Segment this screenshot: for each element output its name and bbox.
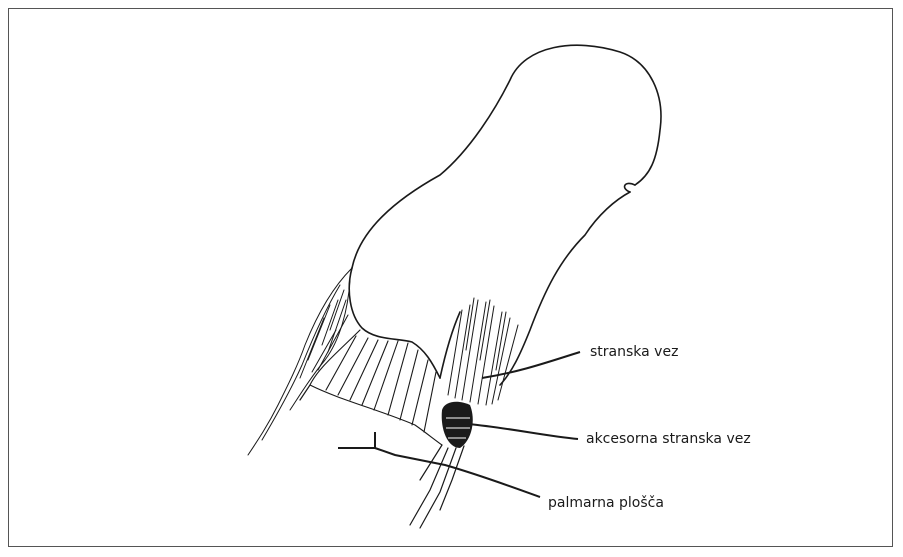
label-palmarna-plosca: palmarna plošča xyxy=(548,495,664,511)
lateral-soft-tissue xyxy=(248,268,352,455)
leader-akcesorna-stranska-vez xyxy=(468,424,578,439)
label-akcesorna-stranska-vez: akcesorna stranska vez xyxy=(586,431,751,447)
label-stranska-vez: stranska vez xyxy=(590,344,678,360)
tendon-lines xyxy=(300,385,464,528)
phalanx-bone xyxy=(349,45,661,385)
